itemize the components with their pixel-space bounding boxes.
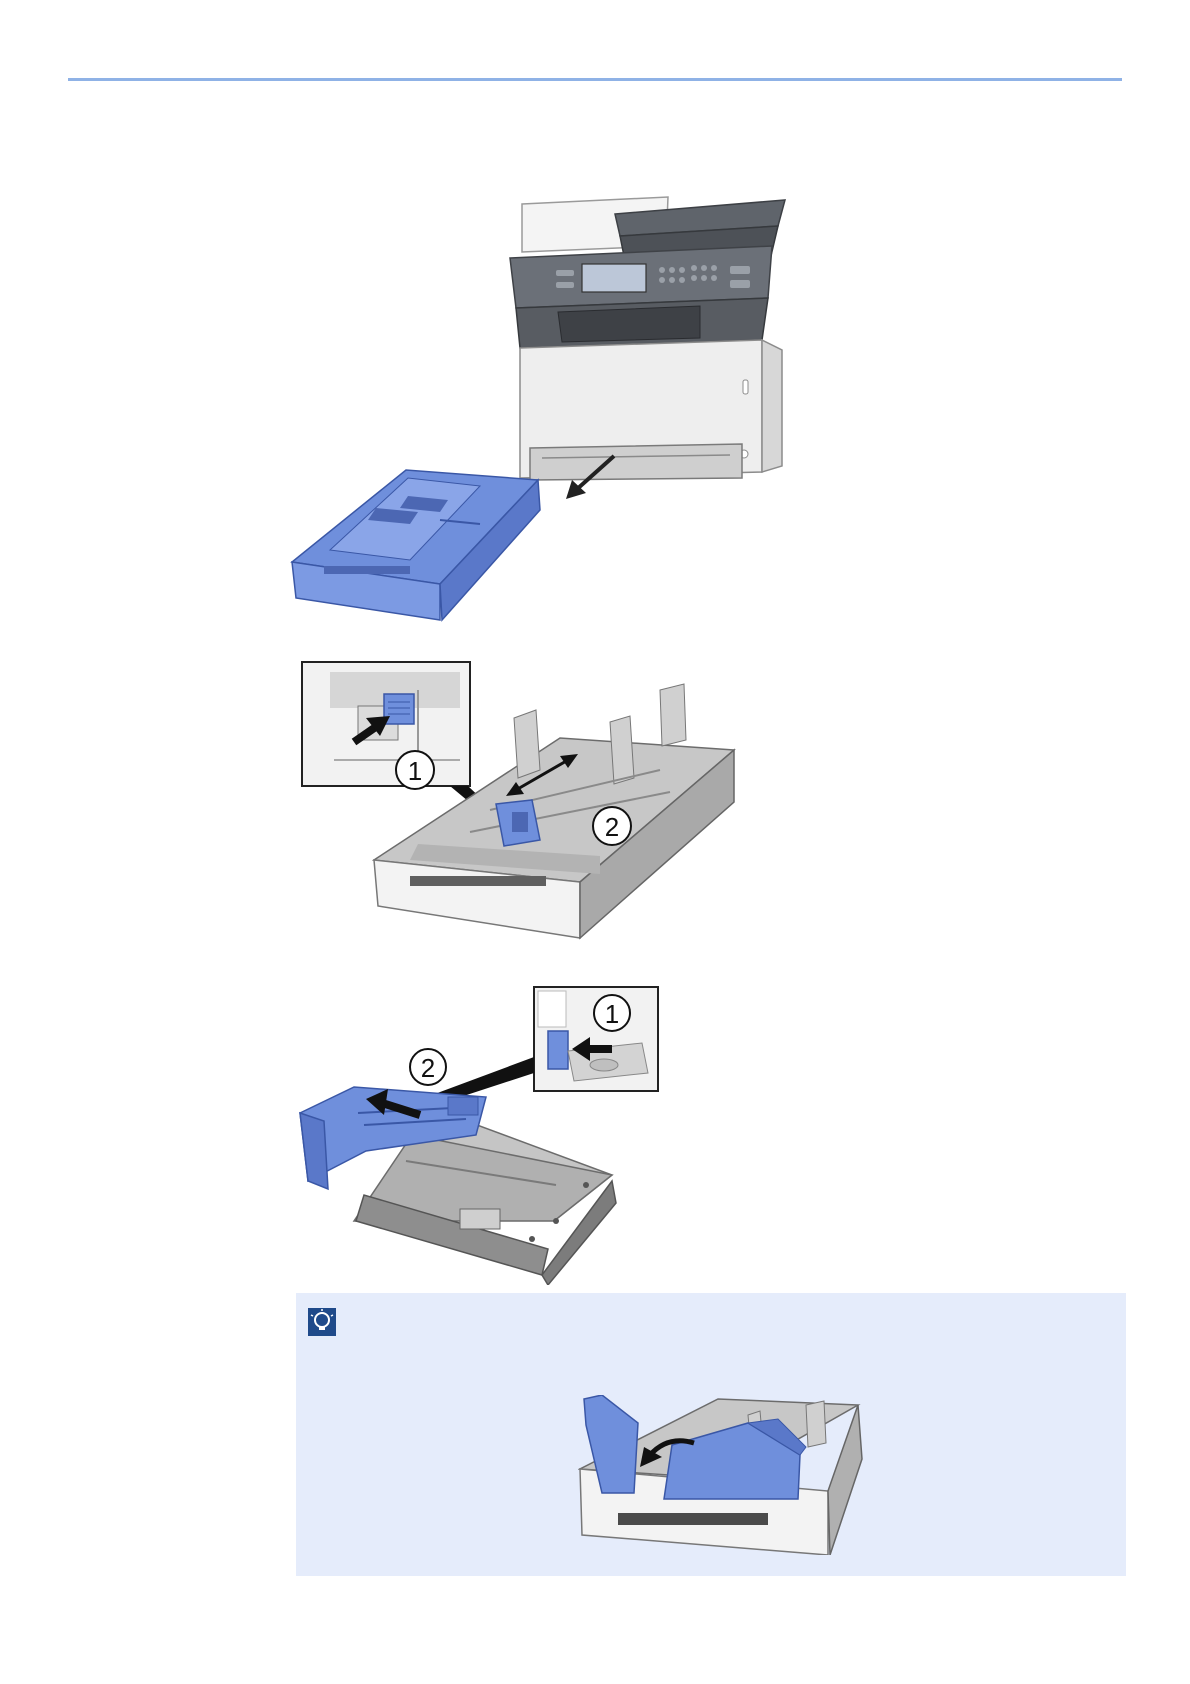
callout-2-step2: 2 xyxy=(593,807,631,845)
callout-1-label: 1 xyxy=(605,999,619,1029)
note-bulb-icon xyxy=(308,1308,336,1336)
callout-1-step3: 1 xyxy=(594,995,630,1031)
width-guide-blue xyxy=(496,800,540,846)
figure-fold-guide xyxy=(578,1395,868,1555)
figure-adjust-length-guide: 1 2 xyxy=(296,985,666,1285)
header-rule xyxy=(68,78,1122,81)
callout-2-step3: 2 xyxy=(410,1049,446,1085)
callout-2-label: 2 xyxy=(605,812,619,842)
callout-1-label: 1 xyxy=(408,756,422,786)
figure-adjust-width-guides: 1 2 xyxy=(300,660,740,960)
figure-pull-out-cassette xyxy=(290,190,810,630)
cassette-illustration-blue xyxy=(292,470,540,620)
callout-2-label: 2 xyxy=(421,1053,435,1083)
inset-detail-box xyxy=(534,987,658,1091)
printer-illustration xyxy=(510,197,785,480)
callout-1-step2: 1 xyxy=(396,751,434,789)
